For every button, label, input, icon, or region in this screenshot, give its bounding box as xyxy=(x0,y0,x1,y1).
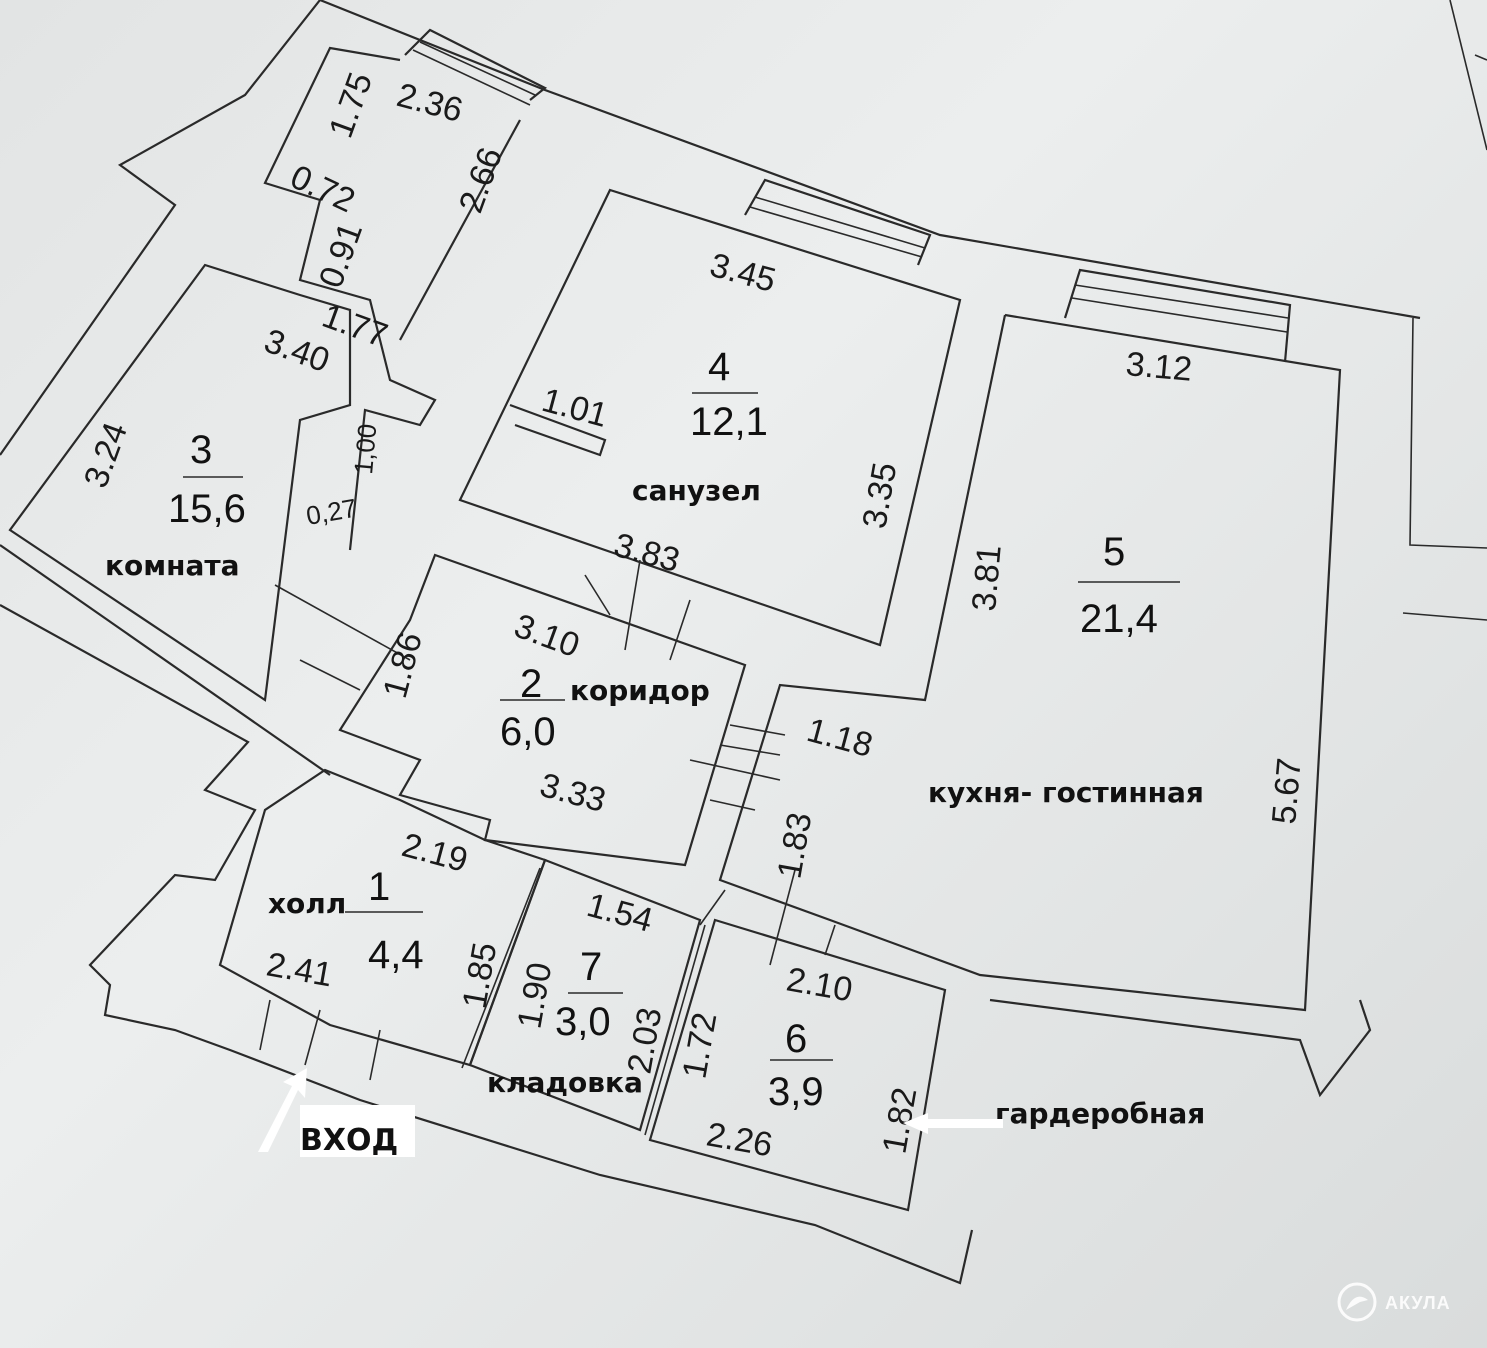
room-4-partition xyxy=(509,403,607,457)
room-5-number: 5 xyxy=(1103,530,1125,574)
room-4-number: 4 xyxy=(708,345,730,389)
dim-r7-left: 1.90 xyxy=(510,960,559,1032)
room-4-walls xyxy=(458,188,962,647)
balcony-room-walls xyxy=(263,46,437,551)
room-5-area: 21,4 xyxy=(1080,597,1158,641)
room-6-area: 3,9 xyxy=(768,1070,824,1114)
dim-r1-top: 2.19 xyxy=(398,826,472,880)
watermark: АКУЛА xyxy=(1337,1282,1451,1322)
label-kladovka: кладовка xyxy=(487,1066,643,1099)
dim-r6-left: 1.72 xyxy=(675,1010,724,1082)
entrance-arrow-icon xyxy=(258,1068,307,1152)
room-7-walls xyxy=(468,858,702,1132)
room-3-area: 15,6 xyxy=(168,487,246,531)
entrance-label: ВХОД xyxy=(300,1123,398,1158)
dim-r2-left: 1.86 xyxy=(376,628,430,702)
room-3-walls xyxy=(8,263,352,702)
label-kholl: холл xyxy=(268,887,346,920)
room-1-number: 1 xyxy=(368,865,390,909)
label-koridor: коридор xyxy=(570,674,710,707)
dim-0-91: 0.91 xyxy=(312,218,370,293)
room-6-number: 6 xyxy=(785,1017,807,1061)
right-wall-segment xyxy=(989,998,1372,1098)
dim-0-27: 0,27 xyxy=(304,493,359,531)
dim-1-00: 1,00 xyxy=(348,422,382,475)
dim-r6-top: 2.10 xyxy=(784,960,856,1009)
dim-r1-bottom: 2.41 xyxy=(264,945,336,994)
dim-1-18: 1.18 xyxy=(803,711,877,765)
room-4-area: 12,1 xyxy=(690,400,768,444)
balcony-room-inner xyxy=(399,119,521,341)
dim-balcony-right: 2.66 xyxy=(452,143,510,218)
room-5-walls xyxy=(718,313,1342,1012)
room-7-area: 3,0 xyxy=(555,1000,611,1044)
room-areas: 3 15,6 4 12,1 5 21,4 2 6,0 1 4,4 7 3,0 6… xyxy=(168,345,1158,1114)
dim-r1-right: 1.85 xyxy=(455,940,504,1012)
dim-r4-right: 3.35 xyxy=(855,460,904,532)
room-3-number: 3 xyxy=(190,428,212,472)
dim-r7-top: 1.54 xyxy=(583,886,657,940)
shark-logo-icon xyxy=(1337,1282,1377,1322)
dim-balcony-side: 1.75 xyxy=(322,68,380,143)
room-2-area: 6,0 xyxy=(500,710,556,754)
room-labels: комната санузел коридор кухня- гостинная… xyxy=(105,474,1205,1130)
label-komnata: комната xyxy=(105,549,240,582)
room-7-number: 7 xyxy=(580,945,602,989)
dim-r4-bottom: 3.83 xyxy=(610,526,684,580)
room-2-number: 2 xyxy=(520,662,542,706)
dim-r4-top: 3.45 xyxy=(706,246,780,300)
dim-0-72: 0.72 xyxy=(285,158,361,220)
entrance-marker: ВХОД xyxy=(258,1068,415,1158)
outer-walls xyxy=(0,0,1421,1285)
balconies xyxy=(404,28,1292,363)
room-1-area: 4,4 xyxy=(368,933,424,977)
dim-balcony-top: 2.36 xyxy=(393,76,467,130)
dim-r5-top: 3.12 xyxy=(1124,345,1193,389)
watermark-text: АКУЛА xyxy=(1385,1293,1451,1313)
room-6-walls xyxy=(648,918,947,1212)
label-garderobnaya: гардеробная xyxy=(995,1097,1205,1130)
paper-edge xyxy=(1402,0,1487,621)
dim-r4-partition: 1.01 xyxy=(538,381,612,435)
dim-r2-top: 3.10 xyxy=(509,607,584,665)
dim-1-83: 1.83 xyxy=(770,810,819,882)
dim-r5-right: 5.67 xyxy=(1265,756,1309,825)
garderobnaya-arrow-icon xyxy=(903,1113,1003,1134)
dim-r2-bottom: 3.33 xyxy=(536,766,610,820)
dim-r5-left: 3.81 xyxy=(965,543,1009,612)
label-sanuzel: санузел xyxy=(632,474,761,507)
label-kukhnya: кухня- гостинная xyxy=(928,776,1204,809)
area-fraction-lines xyxy=(183,392,1180,1061)
